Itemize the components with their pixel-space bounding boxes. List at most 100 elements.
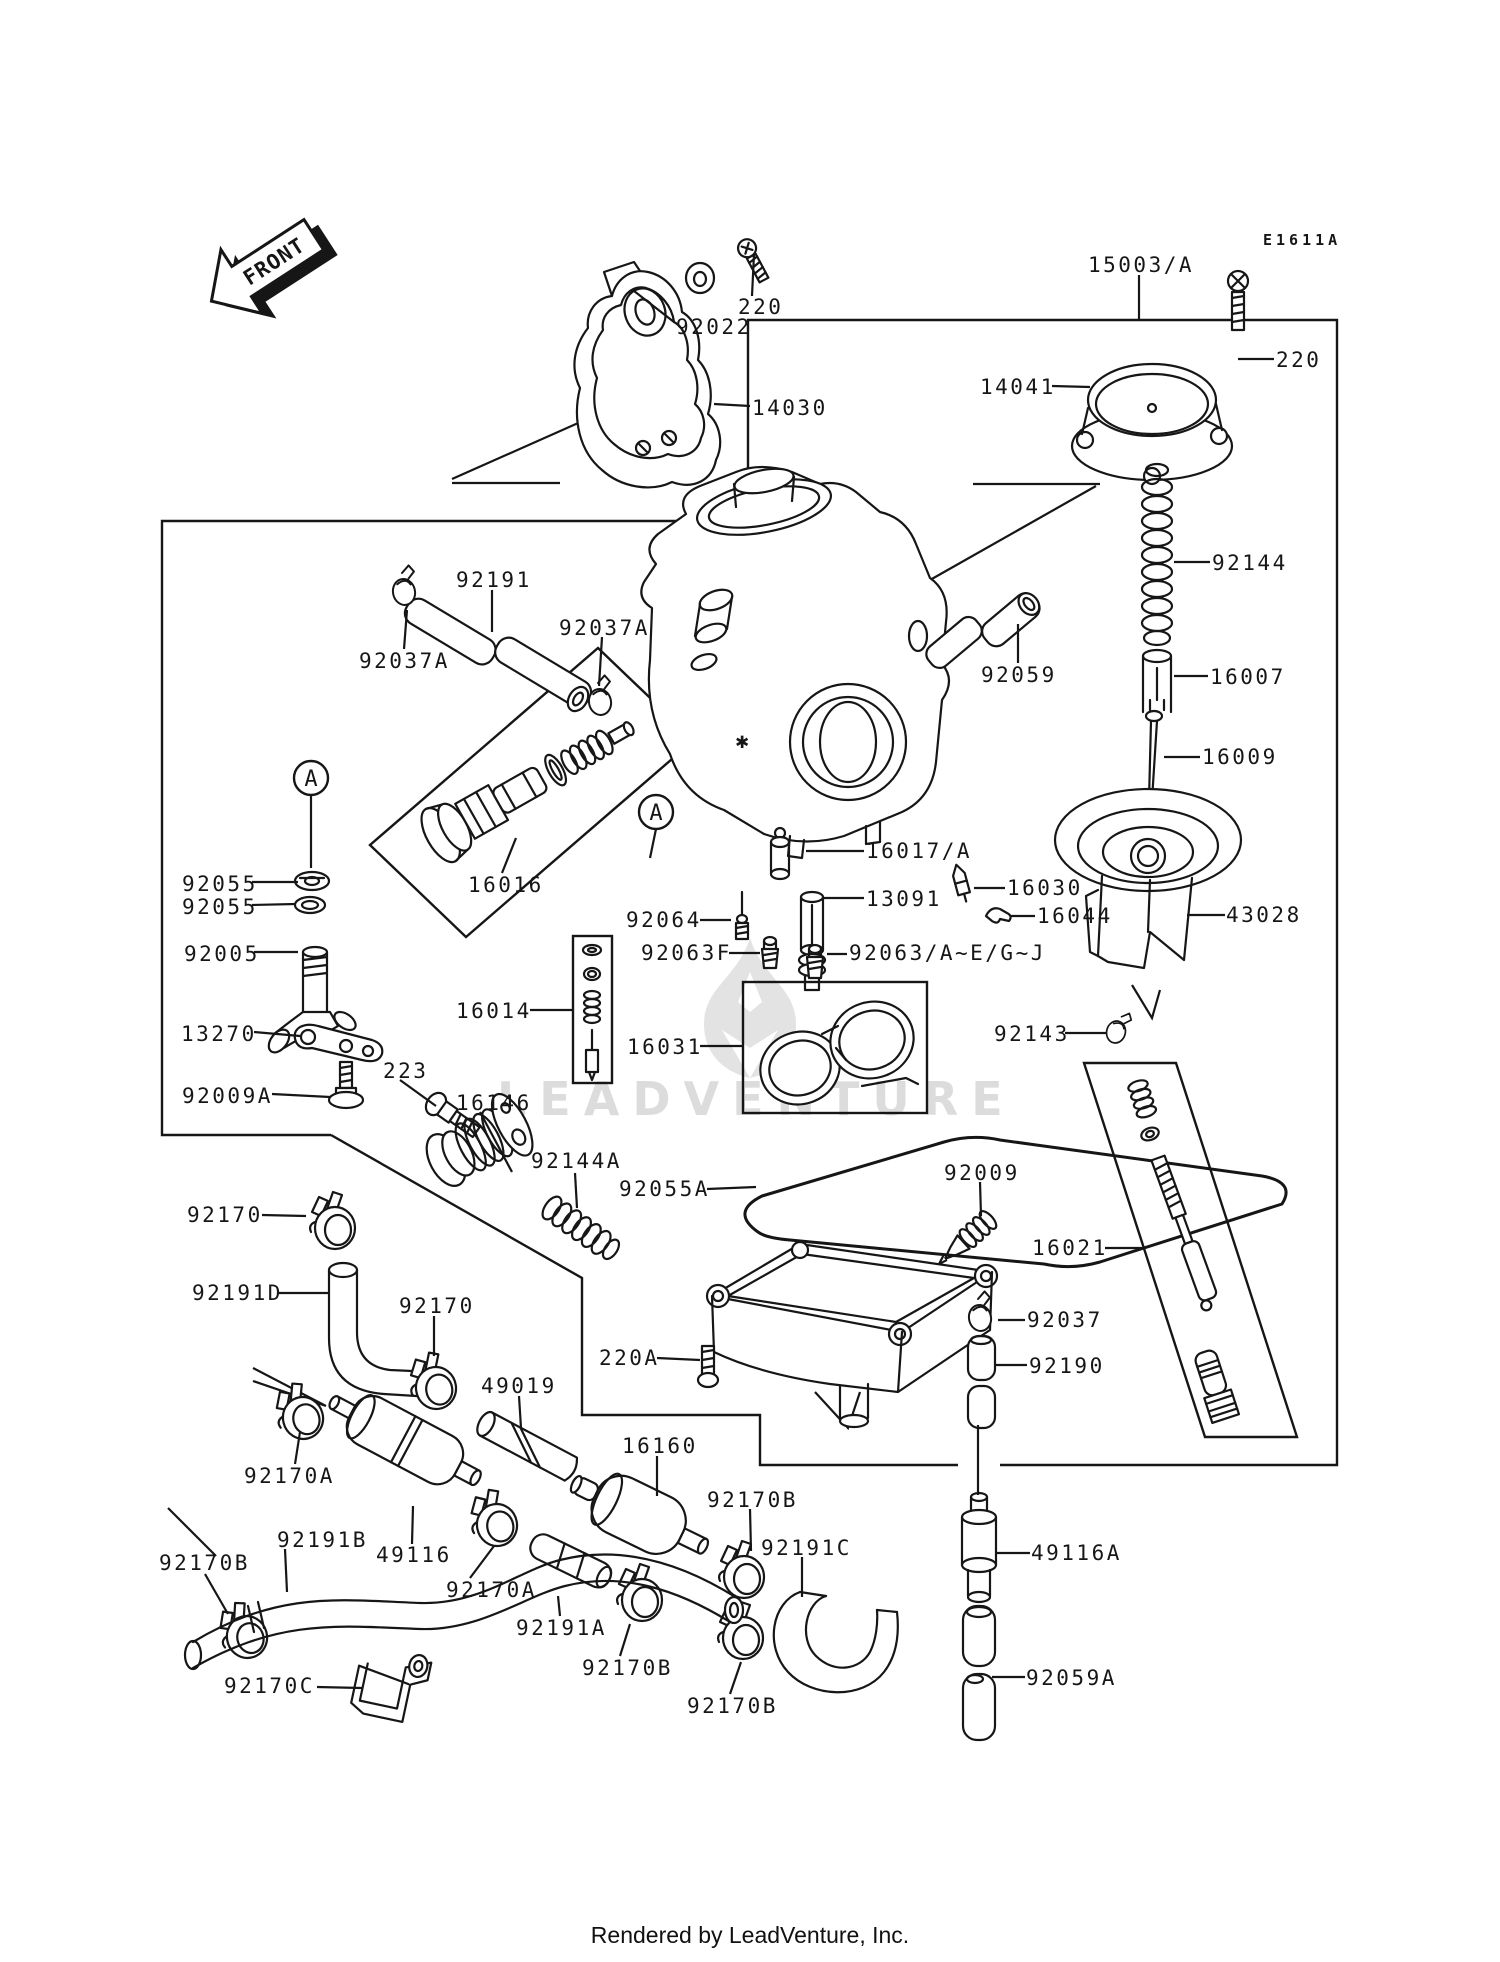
part-92009-screw <box>937 1210 998 1266</box>
part-label-92170A[interactable]: 92170A <box>244 1464 335 1488</box>
part-label-92064[interactable]: 92064 <box>626 908 702 932</box>
leader-line <box>204 1573 229 1615</box>
part-92191-tubes <box>386 563 618 719</box>
part-16021-kit <box>1127 1079 1241 1425</box>
part-label-43028[interactable]: 43028 <box>1226 903 1302 927</box>
part-label-92191A[interactable]: 92191A <box>516 1616 607 1640</box>
part-label-92059A[interactable]: 92059A <box>1026 1666 1117 1690</box>
leader-line <box>713 402 751 408</box>
part-label-92191B[interactable]: 92191B <box>277 1528 368 1552</box>
part-label-92059[interactable]: 92059 <box>981 663 1057 687</box>
part-label-92143[interactable]: 92143 <box>994 1022 1070 1046</box>
part-label-16007[interactable]: 16007 <box>1210 665 1286 689</box>
part-label-15003A[interactable]: 15003/A <box>1088 253 1195 277</box>
part-220-screw-topleft <box>736 238 770 284</box>
part-label-92022[interactable]: 92022 <box>676 315 752 339</box>
part-label-92009[interactable]: 92009 <box>944 1161 1020 1185</box>
part-label-92170B[interactable]: 92170B <box>707 1488 798 1512</box>
leader-line <box>283 1548 289 1593</box>
part-92009A-bolt <box>327 1060 365 1110</box>
leader-line <box>978 1181 983 1217</box>
part-label-16017A[interactable]: 16017/A <box>866 839 973 863</box>
leader-line <box>1051 384 1091 389</box>
part-label-92170[interactable]: 92170 <box>187 1203 263 1227</box>
part-label-92191D[interactable]: 92191D <box>192 1281 283 1305</box>
part-label-92037A[interactable]: 92037A <box>559 616 650 640</box>
svg-text:✱: ✱ <box>735 733 749 753</box>
part-label-220A[interactable]: 220A <box>599 1346 660 1370</box>
part-label-220[interactable]: 220 <box>1276 348 1322 372</box>
part-label-92191C[interactable]: 92191C <box>761 1536 852 1560</box>
front-direction-arrow: FRONT <box>209 217 338 319</box>
part-label-16016[interactable]: 16016 <box>468 873 544 897</box>
part-label-16146[interactable]: 16146 <box>456 1091 532 1115</box>
part-label-92170B[interactable]: 92170B <box>687 1694 778 1718</box>
part-220A-screw <box>696 1344 720 1389</box>
part-label-92170C[interactable]: 92170C <box>224 1674 315 1698</box>
part-label-16014[interactable]: 16014 <box>456 999 532 1023</box>
part-92144A-spring <box>541 1195 621 1261</box>
part-label-14041[interactable]: 14041 <box>980 375 1056 399</box>
part-label-92170[interactable]: 92170 <box>399 1294 475 1318</box>
part-16160-filter <box>569 1472 710 1555</box>
part-label-49116A[interactable]: 49116A <box>1031 1541 1122 1565</box>
leadventure-watermark: LEADVENTURE <box>497 1072 1016 1126</box>
part-label-220[interactable]: 220 <box>738 295 784 319</box>
part-label-16031[interactable]: 16031 <box>627 1035 703 1059</box>
part-49116A-joint <box>960 1491 998 1604</box>
part-label-16021[interactable]: 16021 <box>1032 1236 1108 1260</box>
part-drawings: ✱ <box>183 238 1288 1742</box>
part-label-13270[interactable]: 13270 <box>181 1022 257 1046</box>
leader-line <box>402 609 409 650</box>
part-label-92190[interactable]: 92190 <box>1029 1354 1105 1378</box>
leader-lines <box>204 253 1274 1695</box>
part-label-92063AEGJ[interactable]: 92063/A~E/G~J <box>849 941 1046 965</box>
part-92063A-jet <box>805 943 825 980</box>
footer-credit: Rendered by LeadVenture, Inc. <box>590 1922 910 1948</box>
part-label-92191[interactable]: 92191 <box>456 568 532 592</box>
part-label-49019[interactable]: 49019 <box>481 1374 557 1398</box>
part-label-16009[interactable]: 16009 <box>1202 745 1278 769</box>
part-16007-seat <box>1141 648 1173 714</box>
part-13270-plate <box>293 1023 384 1063</box>
part-label-92144[interactable]: 92144 <box>1212 551 1288 575</box>
part-label-92170B[interactable]: 92170B <box>582 1656 673 1680</box>
leader-line <box>251 902 297 907</box>
leader-line <box>410 1505 415 1545</box>
ref-marker-circle <box>292 759 330 797</box>
part-label-92055[interactable]: 92055 <box>182 872 258 896</box>
part-label-92055[interactable]: 92055 <box>182 895 258 919</box>
part-label-49116[interactable]: 49116 <box>376 1543 452 1567</box>
part-label-92170A[interactable]: 92170A <box>446 1578 537 1602</box>
part-220-bolt-right <box>1226 269 1250 332</box>
diagram-code: E1611A <box>1263 231 1342 249</box>
part-16031-float <box>759 1000 920 1106</box>
part-label-92063F[interactable]: 92063F <box>641 941 732 965</box>
leader-line <box>399 1079 437 1107</box>
part-label-92009A[interactable]: 92009A <box>182 1084 273 1108</box>
part-label-92144A[interactable]: 92144A <box>531 1149 622 1173</box>
part-label-92055A[interactable]: 92055A <box>619 1177 710 1201</box>
part-label-92170B[interactable]: 92170B <box>159 1551 250 1575</box>
leader-line <box>479 1111 513 1173</box>
ref-marker-circle <box>637 793 675 831</box>
part-label-14030[interactable]: 14030 <box>752 396 828 420</box>
detail-boxes <box>160 318 1339 1467</box>
part-92191B-hose <box>183 1553 745 1671</box>
part-label-92037A[interactable]: 92037A <box>359 649 450 673</box>
part-label-13091[interactable]: 13091 <box>866 887 942 911</box>
part-label-223[interactable]: 223 <box>383 1059 429 1083</box>
part-14030-bracket <box>573 260 722 489</box>
leader-line <box>500 837 518 874</box>
part-92059A-tubes <box>961 1604 997 1742</box>
leader-line <box>706 1185 757 1191</box>
part-label-92037[interactable]: 92037 <box>1027 1308 1103 1332</box>
part-label-16030[interactable]: 16030 <box>1007 876 1083 900</box>
part-label-16044[interactable]: 16044 <box>1037 904 1113 928</box>
part-16030-valve <box>951 863 971 903</box>
part-label-16160[interactable]: 16160 <box>622 1434 698 1458</box>
part-43028-diaphragm <box>1053 787 1243 970</box>
part-label-92005[interactable]: 92005 <box>184 942 260 966</box>
leader-line <box>261 1213 307 1218</box>
